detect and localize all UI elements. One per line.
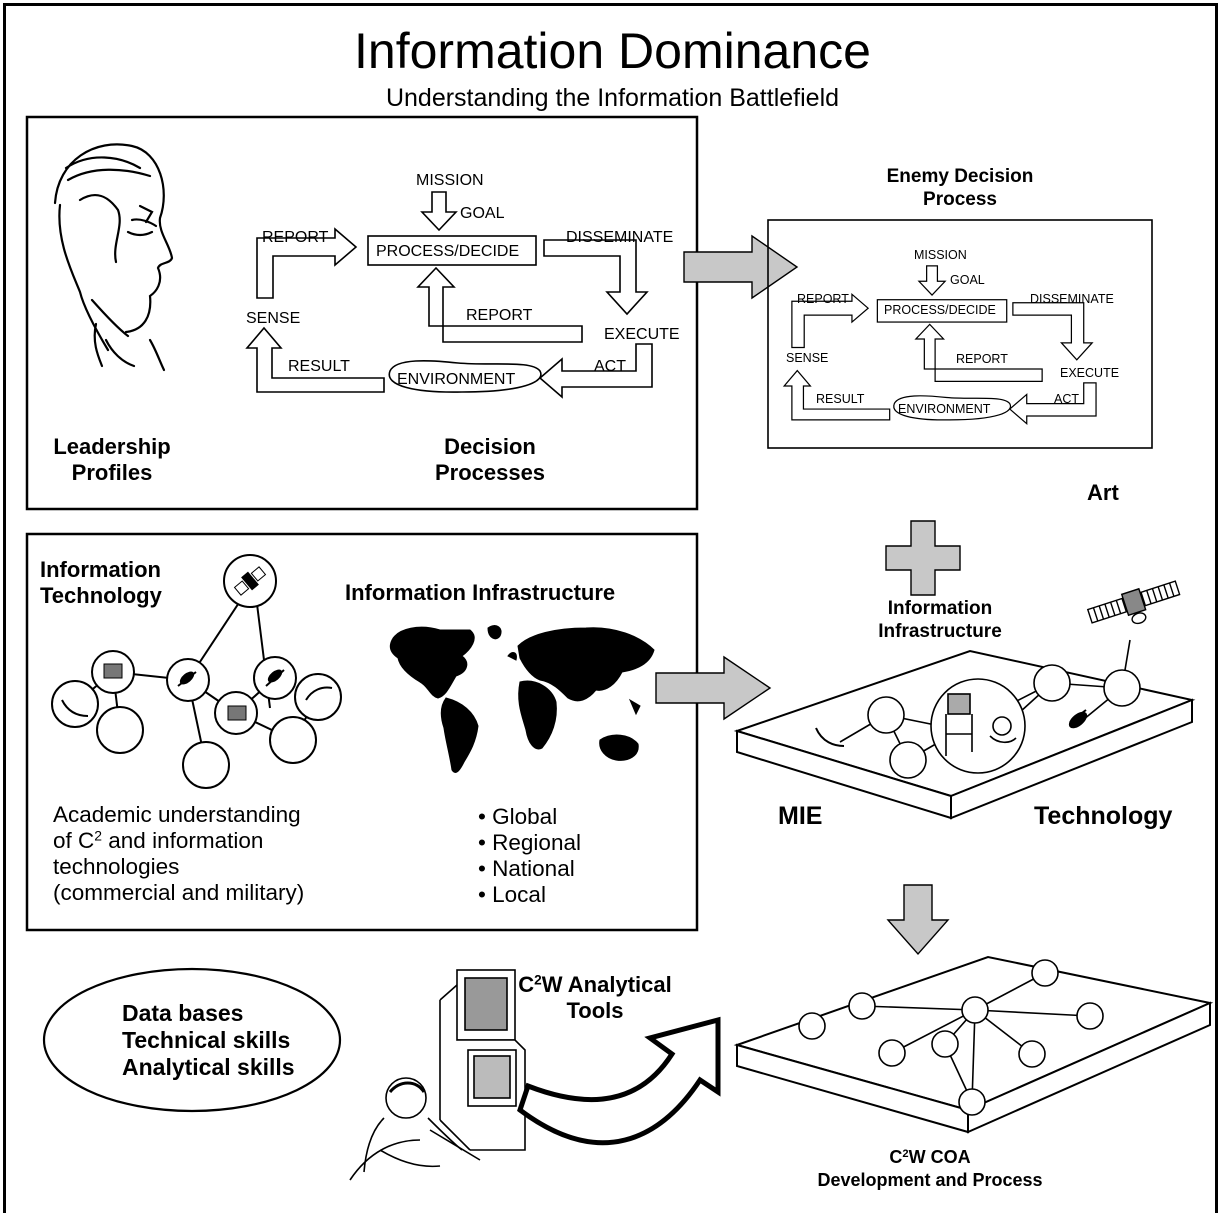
enemy-report-top: REPORT (797, 292, 849, 306)
cycle-report-top: REPORT (262, 229, 329, 246)
enemy-sense: SENSE (786, 351, 829, 365)
analytical-workstation (349, 969, 526, 1181)
skills-line2: Technical skills (122, 1026, 291, 1053)
enemy-title-line1: Enemy Decision (886, 166, 1034, 187)
cycle-environment: ENVIRONMENT (397, 371, 516, 388)
scope-bullet: • (478, 881, 486, 907)
skills-line3: Analytical skills (122, 1053, 295, 1080)
scope-item: • Global (478, 804, 581, 830)
enemy-process: PROCESS/DECIDE (884, 303, 996, 317)
decision-processes-label: Decision Processes (400, 434, 580, 486)
leadership-profiles-label: Leadership Profiles (32, 434, 192, 486)
arrow-to-enemy (683, 234, 799, 300)
page-subtitle: Understanding the Information Battlefiel… (385, 84, 840, 112)
it-title-line1: Information (40, 557, 161, 582)
coa-sup: 2 (902, 1147, 909, 1160)
infra-title: Information Infrastructure (345, 580, 616, 605)
enemy-act: ACT (1054, 392, 1079, 406)
decision-panel (25, 115, 699, 511)
leader-portrait (53, 143, 174, 372)
academic-text: Academic understanding of C2 and informa… (53, 802, 304, 906)
decision-label-line2: Processes (434, 459, 546, 485)
academic-line3: technologies (53, 853, 180, 879)
cycle-report-inner: REPORT (466, 307, 533, 324)
cycle-mission: MISSION (416, 172, 484, 189)
cycle-execute: EXECUTE (604, 326, 680, 343)
tools-line2: Tools (566, 997, 624, 1023)
skills-ellipse (42, 967, 342, 1113)
academic-line4: (commercial and military) (53, 879, 305, 905)
enemy-report-inner: REPORT (956, 352, 1008, 366)
scope-item: • Local (478, 882, 581, 908)
skills-line1: Data bases (122, 1000, 244, 1026)
enemy-result: RESULT (816, 392, 865, 406)
coa-rest: W COA (908, 1147, 971, 1167)
curved-arrow (517, 1016, 721, 1146)
academic-sup: 2 (94, 827, 103, 844)
mie-infra-line2: Infrastructure (878, 620, 1002, 642)
scope-local: Local (492, 881, 546, 907)
enemy-title-line2: Process (923, 188, 997, 210)
scope-national: National (492, 855, 575, 881)
coa-line2: Development and Process (817, 1169, 1043, 1190)
coa-title: C2W COA Development and Process (780, 1146, 1080, 1191)
cycle-goal: GOAL (460, 205, 505, 222)
it-title: Information Technology (40, 557, 162, 609)
scope-list: • Global • Regional • National • Local (478, 804, 581, 908)
infra-panel (25, 532, 699, 932)
enemy-mission: MISSION (914, 248, 967, 262)
enemy-goal: GOAL (950, 273, 985, 287)
plus-sign (885, 520, 961, 596)
scope-item: • Regional (478, 830, 581, 856)
it-title-line2: Technology (40, 582, 162, 608)
cycle-act: ACT (594, 358, 626, 375)
outer-frame (3, 3, 1218, 1213)
tools-rest: W Analytical (541, 972, 672, 997)
mie-network (815, 639, 1141, 779)
academic-line1: Academic understanding (53, 802, 301, 827)
mie-satellite (1086, 580, 1181, 625)
scope-item: • National (478, 856, 581, 882)
scope-bullet: • (478, 829, 486, 855)
enemy-execute: EXECUTE (1060, 366, 1120, 380)
enemy-disseminate: DISSEMINATE (1030, 292, 1114, 306)
it-network (51, 554, 342, 789)
page-title: Information Dominance (354, 23, 871, 79)
scope-global: Global (492, 804, 558, 829)
art-label: Art (1087, 480, 1119, 505)
mie-infra-label: Information Infrastructure (830, 598, 1050, 644)
cycle-result: RESULT (288, 358, 350, 375)
technology-label: Technology (1034, 802, 1173, 830)
world-map (389, 625, 655, 773)
leadership-label-line2: Profiles (71, 459, 153, 485)
coa-c: C (889, 1147, 903, 1167)
scope-bullet: • (478, 855, 486, 881)
tools-title: C2W Analytical Tools (475, 972, 715, 1024)
decision-label-line1: Decision (444, 434, 536, 459)
arrow-to-coa (886, 884, 950, 956)
enemy-environment: ENVIRONMENT (898, 402, 991, 416)
mie-workstation (945, 693, 1017, 756)
mie-infra-line1: Information (887, 598, 993, 619)
cycle-sense: SENSE (246, 310, 301, 327)
enemy-panel (767, 219, 1153, 449)
tools-sup: 2 (534, 972, 542, 988)
cycle-process: PROCESS/DECIDE (376, 243, 520, 260)
skills-text: Data bases Technical skills Analytical s… (122, 1000, 295, 1081)
mie-label: MIE (778, 802, 823, 830)
tools-c: C (518, 972, 535, 997)
enemy-title: Enemy Decision Process (810, 166, 1110, 212)
cycle-disseminate: DISSEMINATE (566, 229, 674, 246)
academic-line2-a: of C (53, 827, 95, 853)
it-network-icons (61, 566, 333, 721)
leadership-label-line1: Leadership (53, 434, 171, 459)
scope-bullet: • (478, 804, 486, 829)
coa-network (798, 959, 1104, 1116)
arrow-to-mie (655, 655, 772, 721)
scope-regional: Regional (492, 829, 581, 855)
academic-line2-b: and information (102, 827, 264, 853)
